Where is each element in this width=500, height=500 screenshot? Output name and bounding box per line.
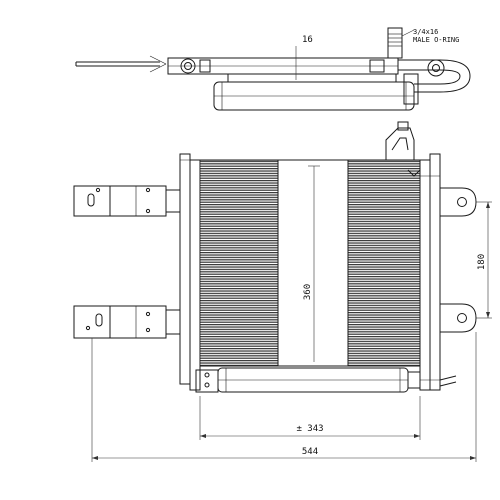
front-view: 360 180 ± 343 544 bbox=[73, 121, 492, 462]
right-tab-lower bbox=[440, 303, 477, 333]
inlet-connector bbox=[385, 121, 421, 177]
upper-header-tube bbox=[167, 57, 399, 75]
top-view: 16 3/4x16 MALE O-RING bbox=[75, 27, 471, 111]
left-bracket-lower bbox=[73, 305, 180, 339]
left-tank bbox=[179, 153, 201, 391]
bottom-receiver bbox=[195, 367, 457, 393]
fin-core bbox=[199, 159, 421, 367]
fitting-spec-line1: 3/4x16 bbox=[413, 28, 438, 36]
left-bracket-upper bbox=[73, 185, 180, 217]
fitting-spec-line2: MALE O-RING bbox=[413, 36, 459, 44]
core-height-dimension: 360 bbox=[303, 165, 320, 362]
core-width-label: ± 343 bbox=[296, 424, 323, 434]
fitting-callout: 3/4x16 MALE O-RING bbox=[401, 28, 459, 44]
tube-width-dimension: 16 bbox=[295, 35, 313, 80]
receiver-drier bbox=[213, 74, 415, 111]
core-height-label: 360 bbox=[303, 284, 313, 300]
overall-width-dimension: 544 bbox=[91, 332, 477, 462]
right-tank bbox=[419, 153, 441, 391]
core-width-dimension: ± 343 bbox=[199, 396, 421, 440]
tube-width-label: 16 bbox=[302, 35, 313, 45]
curved-pipe bbox=[398, 59, 471, 105]
mounting-rod bbox=[75, 55, 167, 73]
right-tab-upper bbox=[440, 187, 477, 217]
overall-width-label: 544 bbox=[302, 447, 318, 457]
bracket-spacing-dimension: 180 bbox=[476, 201, 492, 319]
fitting-stub bbox=[387, 27, 403, 59]
bracket-spacing-label: 180 bbox=[477, 254, 487, 270]
